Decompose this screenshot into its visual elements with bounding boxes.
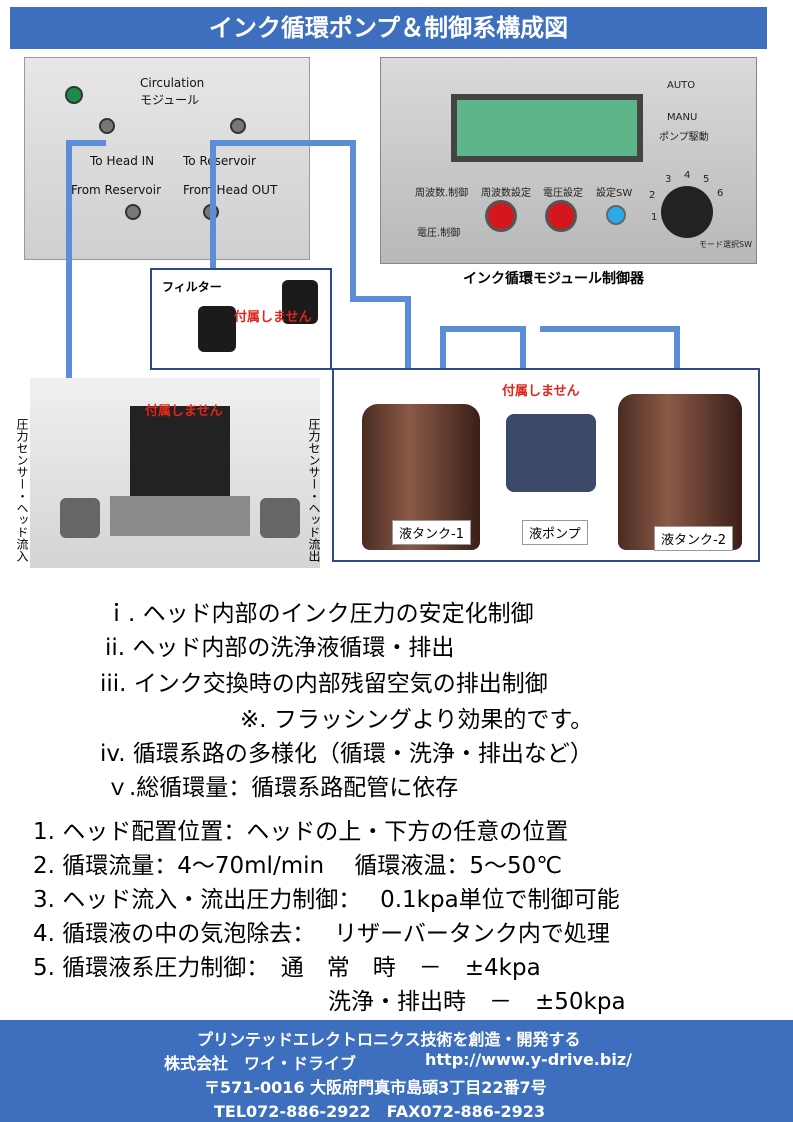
lcd-display (451, 94, 643, 162)
switch-auto-label: AUTO (667, 80, 696, 91)
label-to-head-in: To Head IN (90, 154, 155, 168)
dial-number-3: 3 (665, 174, 672, 185)
voltage-control-label: 電圧.制御 (417, 228, 461, 239)
pipe-segment (440, 326, 520, 332)
head-not-included: 付属しません (145, 404, 223, 419)
print-head (130, 406, 230, 496)
spec-item-continued: 洗浄・排出時 － ±50kpa (328, 989, 626, 1015)
feature-item: iii. インク交換時の内部残留空気の排出制御 (100, 671, 548, 697)
pipe-segment (216, 140, 356, 146)
pump-drive-label: ポンプ駆動 (659, 132, 709, 143)
switch-manu-label: MANU (667, 112, 698, 123)
module-name-line2: モジュール (140, 93, 200, 107)
dial-number-6: 6 (717, 188, 724, 199)
tanks-not-included: 付属しません (502, 384, 580, 399)
pipe-segment (350, 140, 356, 300)
filter-icon (282, 280, 318, 324)
right-sensor-label: 圧力センサー・ヘッド流出 (307, 418, 321, 562)
pipe-segment (210, 140, 216, 350)
port-to-reservoir (230, 118, 246, 134)
footer-contact: TEL072-886-2922 FAX072-886-2923 (214, 1102, 546, 1121)
pump-label: 液ポンプ (522, 520, 588, 545)
mode-select-label: モード選択SW (699, 240, 752, 249)
dial-number-1: 1 (651, 212, 658, 223)
port-from-reservoir (125, 204, 141, 220)
freq-control-label: 周波数.制御 (415, 188, 469, 199)
tank-1-label: 液タンク-1 (392, 520, 471, 545)
filter-not-included: 付属しません (234, 310, 312, 325)
footer-address: 〒571-0016 大阪府門真市島頭3丁目22番7号 (204, 1078, 547, 1097)
right-sensor (260, 498, 300, 538)
footer: プリンテッドエレクトロニクス技術を創造・開発する 株式会社 ワイ・ドライブ ht… (0, 1020, 793, 1122)
pipe-segment (66, 140, 106, 146)
feature-item: ii. ヘッド内部の洗浄液循環・排出 (105, 635, 455, 661)
spec-item: 4. 循環液の中の気泡除去： リザーバータンク内で処理 (33, 921, 610, 947)
dial-number-4: 4 (684, 170, 691, 181)
setting-sw-button (606, 205, 626, 225)
footer-company: 株式会社 ワイ・ドライブ (164, 1054, 357, 1073)
mode-select-dial (661, 186, 713, 238)
filter-label: フィルター (162, 280, 222, 294)
left-sensor (60, 498, 100, 538)
controller-image: AUTO MANU ポンプ駆動 周波数.制御 電圧.制御 周波数設定 電圧設定 … (380, 57, 757, 264)
feature-item: ｉ. ヘッド内部のインク圧力の安定化制御 (105, 601, 534, 627)
led-indicator (65, 86, 83, 104)
spec-item: 2. 循環流量：4～70ml/min 循環液温：5～50℃ (33, 853, 563, 879)
left-sensor-label: 圧力センサー・ヘッド流入 (15, 418, 29, 562)
feature-note: ※. フラッシングより効果的です。 (240, 707, 594, 733)
port-to-head-in (99, 118, 115, 134)
feature-item: iv. 循環系路の多様化（循環・洗浄・排出など） (100, 741, 593, 767)
freq-setting-knob (485, 200, 517, 232)
module-name-line1: Circulation (140, 76, 205, 90)
voltage-setting-label: 電圧設定 (543, 188, 583, 199)
pipe-segment (540, 326, 680, 332)
controller-caption: インク循環モジュール制御器 (463, 271, 645, 287)
filter-box: フィルター 付属しません (150, 268, 332, 370)
setting-sw-label: 設定SW (596, 188, 633, 199)
spec-item: 3. ヘッド流入・流出圧力制御： 0.1kpa単位で制御可能 (33, 887, 620, 913)
label-from-reservoir: From Reservoir (71, 183, 162, 197)
head-assembly-image: 付属しません (30, 378, 320, 568)
dial-number-5: 5 (703, 174, 710, 185)
pump-image (506, 414, 596, 492)
label-from-head-out: From Head OUT (183, 183, 278, 197)
footer-tagline: プリンテッドエレクトロニクス技術を創造・開発する (197, 1030, 581, 1049)
pipe-segment (66, 140, 72, 500)
tank-box: 付属しません 液タンク-1 液ポンプ 液タンク-2 (332, 368, 760, 562)
head-frame (110, 496, 250, 536)
label-to-reservoir: To Reservoir (183, 154, 256, 168)
tank-2-label: 液タンク-2 (654, 526, 733, 551)
tank-2 (618, 394, 742, 550)
filter-icon (198, 306, 236, 352)
footer-url[interactable]: http://www.y-drive.biz/ (425, 1050, 632, 1069)
page-title: インク循環ポンプ＆制御系構成図 (10, 7, 767, 49)
feature-item: ｖ.総循環量：循環系路配管に依存 (106, 775, 459, 801)
spec-item: 1. ヘッド配置位置：ヘッドの上・下方の任意の位置 (33, 819, 569, 845)
dial-number-2: 2 (649, 190, 656, 201)
pipe-segment (350, 296, 410, 302)
voltage-setting-knob (545, 200, 577, 232)
spec-item: 5. 循環液系圧力制御： 通 常 時 － ±4kpa (33, 955, 541, 981)
freq-setting-label: 周波数設定 (481, 188, 531, 199)
